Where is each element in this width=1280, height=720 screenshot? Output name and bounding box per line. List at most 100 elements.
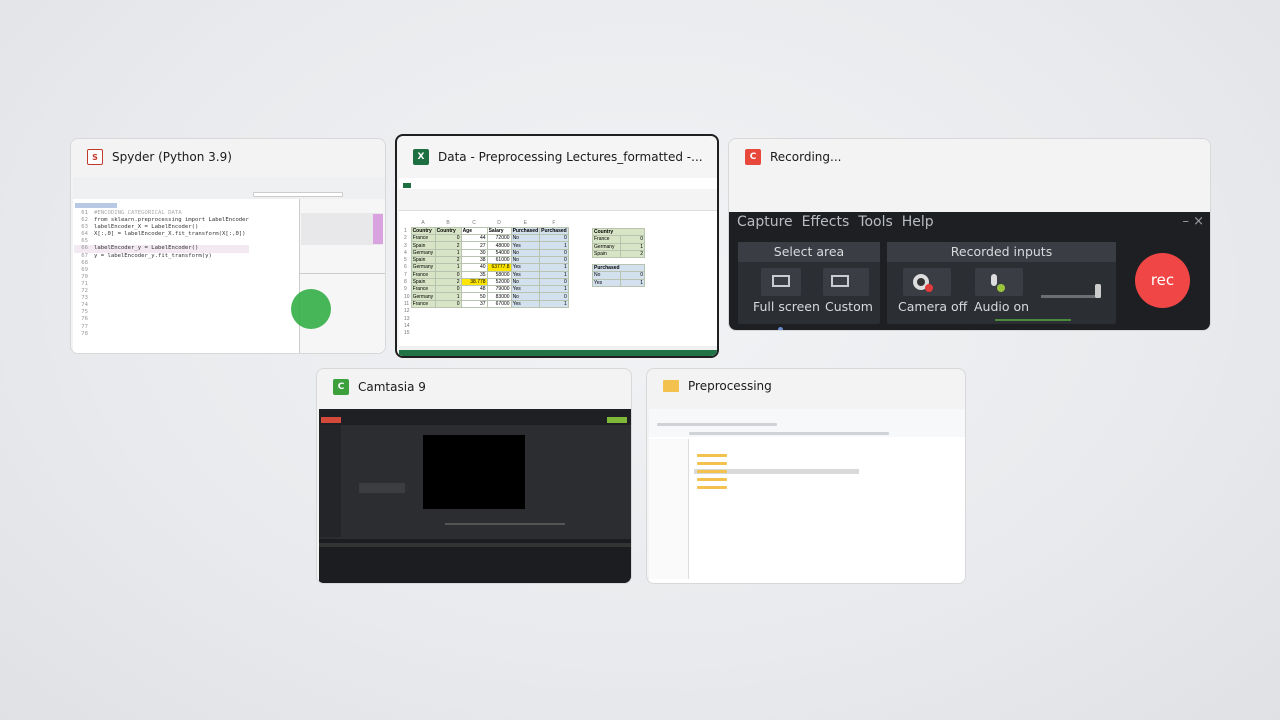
- cell[interactable]: No: [510, 255, 541, 265]
- audio-volume-slider[interactable]: [1041, 295, 1101, 298]
- full-screen-button[interactable]: [761, 268, 801, 296]
- audio-toggle-button[interactable]: [975, 268, 1023, 296]
- cell[interactable]: 0: [539, 292, 569, 301]
- cell[interactable]: Germany: [410, 248, 436, 258]
- menu-item-help[interactable]: Help: [901, 214, 934, 230]
- cell[interactable]: 61000: [486, 255, 512, 265]
- cell[interactable]: Germany: [592, 242, 621, 251]
- cell[interactable]: Spain: [592, 249, 621, 259]
- cell[interactable]: Germany: [410, 263, 436, 272]
- column-header[interactable]: A: [421, 220, 425, 227]
- cell[interactable]: 1: [539, 299, 569, 309]
- map-header[interactable]: Country: [592, 227, 645, 237]
- cell[interactable]: 38: [460, 255, 488, 265]
- cell[interactable]: 1: [434, 248, 462, 258]
- rec-button[interactable]: rec: [1135, 253, 1190, 308]
- cell[interactable]: 48000: [486, 241, 512, 250]
- cell[interactable]: Spain: [410, 277, 436, 287]
- cell[interactable]: No: [510, 292, 541, 301]
- cell[interactable]: 0: [434, 299, 462, 309]
- window-thumbnail-preprocessing-folder[interactable]: Preprocessing: [646, 368, 966, 584]
- cell[interactable]: 50: [460, 292, 488, 301]
- cell[interactable]: 0: [539, 277, 569, 287]
- custom-button[interactable]: [823, 268, 869, 296]
- cell[interactable]: 1: [539, 263, 569, 272]
- cell[interactable]: 1: [539, 285, 569, 294]
- cell[interactable]: 38.778: [460, 277, 488, 287]
- cell[interactable]: 48: [460, 285, 488, 294]
- column-header[interactable]: F: [552, 220, 556, 227]
- cell[interactable]: Spain: [410, 241, 436, 250]
- cell[interactable]: 27: [460, 241, 488, 250]
- cell[interactable]: Germany: [410, 292, 436, 301]
- cell[interactable]: 0: [620, 235, 645, 244]
- column-header[interactable]: E: [523, 220, 528, 227]
- cell[interactable]: 1: [434, 263, 462, 272]
- cell[interactable]: 0: [539, 234, 569, 243]
- cell[interactable]: 0: [434, 270, 462, 279]
- cell[interactable]: No: [510, 234, 541, 243]
- cell[interactable]: France: [410, 270, 436, 279]
- cell[interactable]: 0: [539, 248, 569, 258]
- cell[interactable]: 2: [620, 249, 645, 259]
- header-cell[interactable]: Purchased: [539, 226, 569, 236]
- cell[interactable]: France: [592, 235, 621, 244]
- cell[interactable]: 44: [460, 234, 488, 243]
- header-cell[interactable]: Age: [460, 226, 488, 236]
- header-cell[interactable]: Country: [434, 226, 462, 236]
- menu-item-tools[interactable]: Tools: [858, 214, 893, 230]
- cell[interactable]: 52000: [486, 277, 512, 287]
- map-header[interactable]: Purchased: [592, 263, 645, 273]
- cell[interactable]: 30: [460, 248, 488, 258]
- cell[interactable]: 1: [620, 242, 645, 251]
- cell[interactable]: No: [510, 248, 541, 258]
- cell[interactable]: 2: [434, 241, 462, 250]
- cell[interactable]: 1: [539, 270, 569, 279]
- cell[interactable]: 35: [460, 270, 488, 279]
- cell[interactable]: No: [592, 271, 621, 280]
- cell[interactable]: 40: [460, 263, 488, 272]
- cell[interactable]: 67000: [486, 299, 512, 309]
- cell[interactable]: 83000: [486, 292, 512, 301]
- column-header[interactable]: C: [472, 220, 476, 227]
- cell[interactable]: 1: [620, 278, 645, 287]
- cell[interactable]: Yes: [592, 278, 621, 287]
- cell[interactable]: No: [510, 277, 541, 287]
- cell[interactable]: France: [410, 285, 436, 294]
- cell[interactable]: Spain: [410, 255, 436, 265]
- cell[interactable]: 37: [460, 299, 488, 309]
- cell[interactable]: Yes: [510, 241, 541, 250]
- cell[interactable]: Yes: [510, 285, 541, 294]
- menu-item-effects[interactable]: Effects: [801, 214, 850, 230]
- cell[interactable]: France: [410, 234, 436, 243]
- cell[interactable]: 1: [434, 292, 462, 301]
- cell[interactable]: 58000: [486, 270, 512, 279]
- cell[interactable]: 63777.8: [486, 263, 512, 272]
- cell[interactable]: 0: [434, 234, 462, 243]
- header-cell[interactable]: Country: [410, 226, 436, 236]
- cell[interactable]: 2: [434, 255, 462, 265]
- cell[interactable]: 72000: [486, 234, 512, 243]
- cell[interactable]: 1: [539, 241, 569, 250]
- header-cell[interactable]: Salary: [486, 226, 512, 236]
- cell[interactable]: 79000: [486, 285, 512, 294]
- cell[interactable]: 0: [434, 285, 462, 294]
- cell[interactable]: France: [410, 299, 436, 309]
- cell[interactable]: 0: [539, 255, 569, 265]
- cell[interactable]: 0: [620, 271, 645, 280]
- cell[interactable]: Yes: [510, 299, 541, 309]
- cell[interactable]: 54000: [486, 248, 512, 258]
- column-header[interactable]: D: [497, 220, 501, 227]
- column-header[interactable]: B: [446, 220, 450, 227]
- cell[interactable]: Yes: [510, 270, 541, 279]
- cell[interactable]: 2: [434, 277, 462, 287]
- camera-toggle-button[interactable]: [903, 268, 951, 296]
- menu-item-capture[interactable]: Capture: [737, 214, 793, 230]
- cell[interactable]: Yes: [510, 263, 541, 272]
- header-cell[interactable]: Purchased: [510, 226, 541, 236]
